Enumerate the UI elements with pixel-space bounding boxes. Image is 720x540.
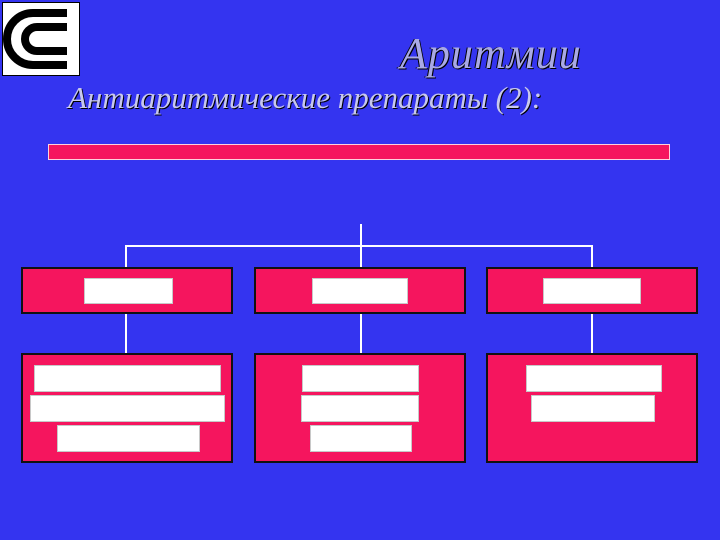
detail-item-2-3 — [310, 425, 412, 452]
detail-item-1-2 — [30, 395, 225, 422]
connector-link-2 — [360, 312, 362, 354]
detail-item-3-1 — [526, 365, 662, 392]
detail-item-2-2 — [301, 395, 419, 422]
detail-item-1-1 — [34, 365, 221, 392]
category-box-3 — [486, 267, 698, 314]
category-box-1 — [21, 267, 233, 314]
connector-link-1 — [125, 312, 127, 354]
detail-box-2 — [254, 353, 466, 463]
category-heading-2 — [312, 278, 408, 304]
category-heading-1 — [84, 278, 173, 304]
category-heading-3 — [543, 278, 641, 304]
detail-box-3 — [486, 353, 698, 463]
category-box-2 — [254, 267, 466, 314]
connector-link-3 — [591, 312, 593, 354]
title-divider-bar — [48, 144, 670, 160]
connector-drop-2 — [360, 245, 362, 268]
detail-item-1-3 — [57, 425, 200, 452]
detail-box-1 — [21, 353, 233, 463]
detail-item-3-2 — [531, 395, 655, 422]
company-logo-icon — [3, 9, 67, 69]
slide-title: Аритмии — [400, 29, 582, 78]
detail-item-2-1 — [302, 365, 419, 392]
company-logo — [2, 2, 80, 76]
slide-subtitle: Антиаритмические препараты (2): — [68, 80, 543, 115]
connector-drop-1 — [125, 245, 127, 268]
connector-horizontal — [125, 245, 593, 247]
connector-drop-3 — [591, 245, 593, 268]
connector-trunk — [360, 224, 362, 246]
